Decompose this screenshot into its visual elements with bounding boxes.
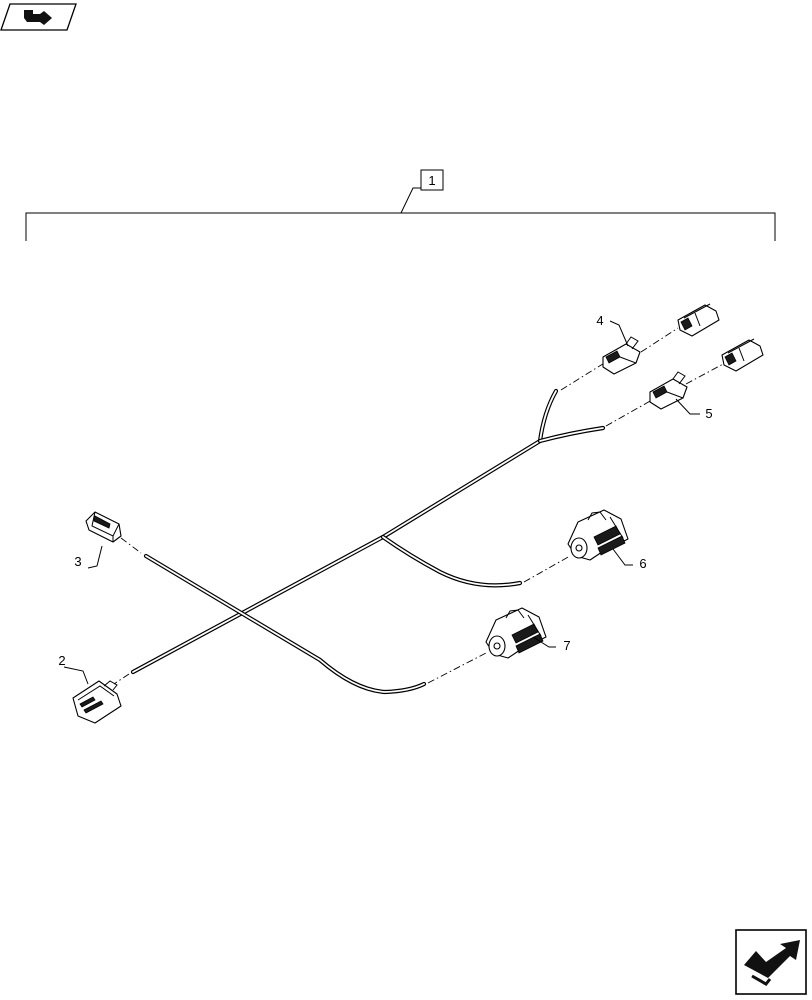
connector-4: 4 — [596, 313, 641, 375]
connector-3: 3 — [74, 511, 122, 569]
page-turn-arrow-icon[interactable] — [735, 929, 807, 995]
wire-harness — [130, 388, 606, 695]
callout-7: 7 — [563, 638, 570, 653]
callout-3: 3 — [74, 554, 81, 569]
connector-4-mate — [677, 303, 720, 337]
connector-2: 2 — [58, 653, 122, 724]
connector-7: 7 — [485, 607, 571, 659]
callout-6: 6 — [639, 556, 646, 571]
callout-2: 2 — [58, 653, 65, 668]
connector-6: 6 — [567, 509, 647, 571]
page-turn-arrow-icon[interactable] — [0, 3, 77, 31]
connector-5: 5 — [649, 371, 713, 421]
assembly-bracket: 1 — [25, 169, 776, 241]
callout-5: 5 — [705, 406, 712, 421]
callout-1: 1 — [428, 173, 435, 188]
callout-4: 4 — [596, 313, 603, 328]
connector-5-mate — [721, 338, 764, 372]
alignment-lines — [113, 327, 726, 685]
